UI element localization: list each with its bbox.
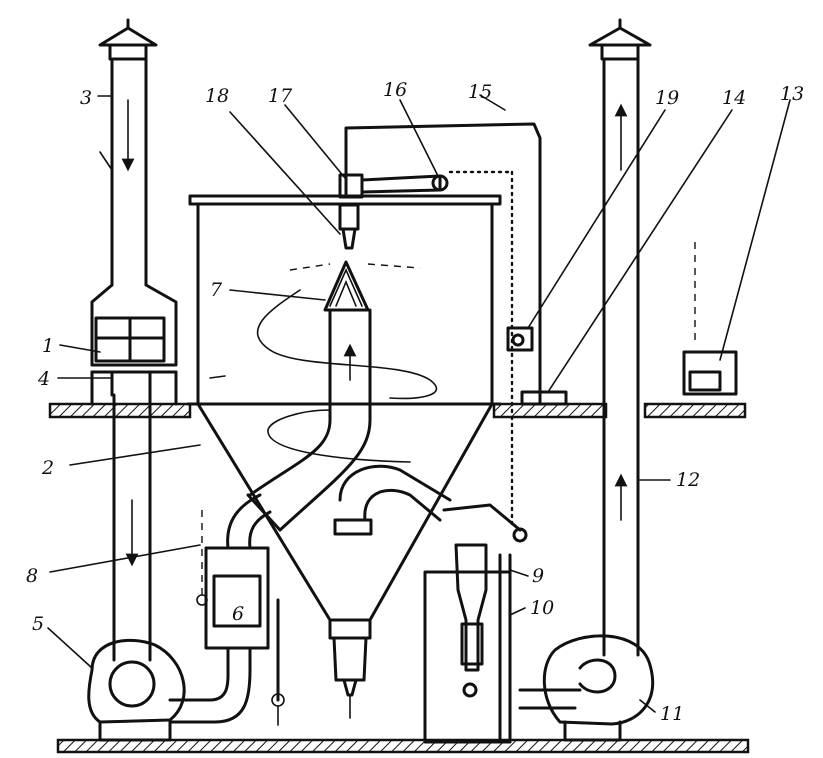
label-4: 4 (37, 368, 50, 390)
label-11: 11 (660, 703, 684, 725)
floor-slab-right (643, 402, 747, 419)
label-2: 2 (41, 457, 54, 479)
cyclone-separator (423, 503, 528, 744)
label-16: 16 (383, 79, 407, 101)
sensor-plate (520, 390, 568, 406)
floor-slab-left (48, 402, 192, 419)
label-8: 8 (26, 565, 38, 587)
label-6: 6 (232, 603, 244, 625)
label-19: 19 (655, 87, 679, 109)
label-3: 3 (80, 87, 92, 109)
exhaust-stack (588, 18, 652, 657)
supply-air-duct (112, 393, 152, 662)
label-5: 5 (32, 613, 44, 635)
label-9: 9 (532, 565, 544, 587)
supply-fan (87, 638, 252, 742)
control-box (506, 326, 534, 352)
dosing-unit (682, 242, 738, 396)
label-7: 7 (210, 279, 223, 301)
label-12: 12 (676, 469, 700, 491)
label-1: 1 (42, 335, 54, 357)
label-18: 18 (205, 85, 229, 107)
central-air-pipe (246, 260, 438, 532)
ground-slab (56, 738, 750, 754)
leader-lines (47, 94, 791, 713)
label-14: 14 (722, 87, 746, 109)
exhaust-fan (518, 634, 655, 742)
label-13: 13 (780, 83, 804, 105)
label-17: 17 (268, 85, 293, 107)
air-filter (90, 283, 178, 406)
air-intake-stack (98, 18, 158, 287)
label-10: 10 (530, 597, 554, 619)
outlet-duct (333, 464, 452, 536)
label-15: 15 (468, 81, 492, 103)
